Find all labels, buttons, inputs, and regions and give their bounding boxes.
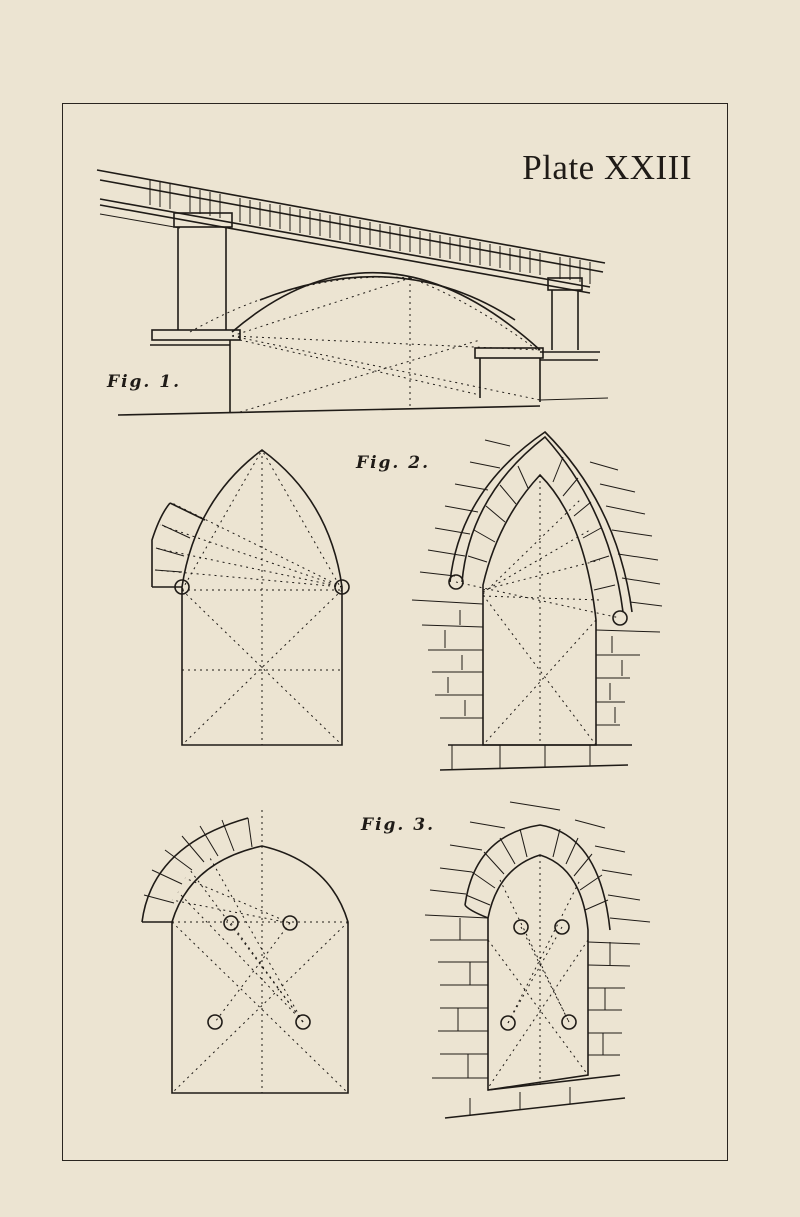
plate-frame [62,103,728,1161]
fig2-right-arch-drawing [411,430,663,771]
fig1-balustrade [149,180,591,284]
fig1-bridge-drawing [96,169,609,416]
fig3-brickwork [424,801,651,1119]
fig2-brickwork [411,439,663,771]
fig2-left-arch-drawing [151,449,350,746]
plate-title: Plate XXIII [522,148,692,187]
fig3-left-arch-drawing [141,810,349,1094]
fig2-label: Fig. 2. [356,453,430,473]
fig3-right-arch-drawing [424,801,651,1119]
fig3-label: Fig. 3. [361,815,435,835]
fig1-label: Fig. 1. [107,372,181,392]
